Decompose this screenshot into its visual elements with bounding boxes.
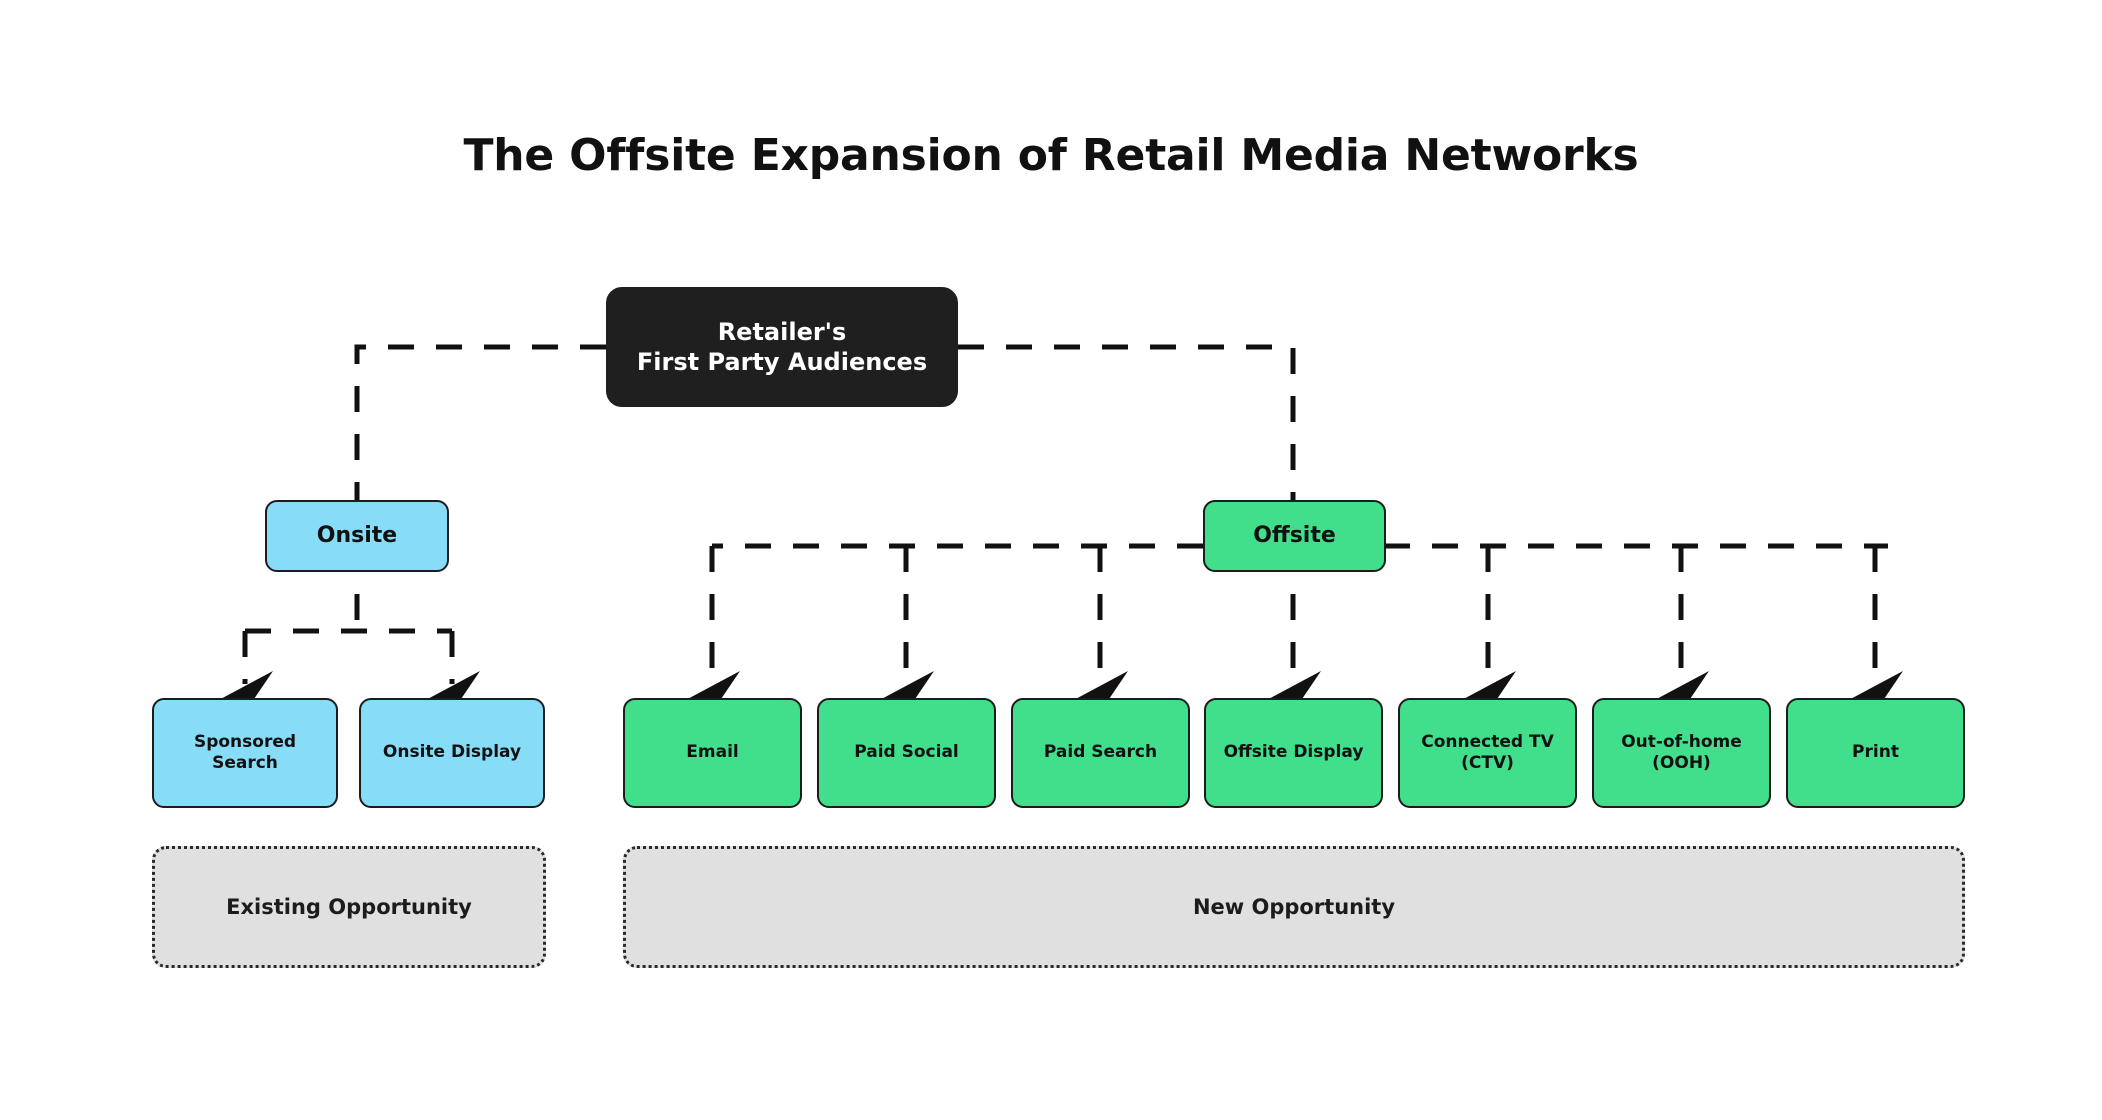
edge-root-onsite xyxy=(354,344,606,500)
node-email-label: Email xyxy=(686,742,739,763)
node-root-line1: Retailer's xyxy=(717,317,847,346)
node-root[interactable]: Retailer's First Party Audiences xyxy=(606,287,958,407)
node-root-line2: First Party Audiences xyxy=(636,348,928,376)
node-connected-tv-label: Connected TV (CTV) xyxy=(1421,731,1554,773)
node-connected-tv[interactable]: Connected TV (CTV) xyxy=(1398,698,1577,808)
page-title: The Offsite Expansion of Retail Media Ne… xyxy=(463,130,1639,181)
edge-root-offsite xyxy=(958,344,1296,500)
node-out-of-home[interactable]: Out-of-home (OOH) xyxy=(1592,698,1771,808)
node-onsite[interactable]: Onsite xyxy=(265,500,449,572)
legend-existing-opportunity: Existing Opportunity xyxy=(152,846,546,968)
node-offsite[interactable]: Offsite xyxy=(1203,500,1386,572)
legend-new-opportunity: New Opportunity xyxy=(623,846,1965,968)
node-offsite-display-label: Offsite Display xyxy=(1223,742,1364,763)
node-onsite-display[interactable]: Onsite Display xyxy=(359,698,545,808)
node-print[interactable]: Print xyxy=(1786,698,1965,808)
node-offsite-label: Offsite xyxy=(1253,523,1336,549)
node-onsite-display-label: Onsite Display xyxy=(382,742,522,763)
node-onsite-label: Onsite xyxy=(316,523,398,549)
node-email[interactable]: Email xyxy=(623,698,802,808)
node-paid-search[interactable]: Paid Search xyxy=(1011,698,1190,808)
node-paid-search-label: Paid Search xyxy=(1043,742,1158,763)
node-out-of-home-label: Out-of-home (OOH) xyxy=(1621,731,1742,773)
node-paid-social-label: Paid Social xyxy=(854,742,959,763)
node-offsite-display[interactable]: Offsite Display xyxy=(1204,698,1383,808)
legend-new-opportunity-label: New Opportunity xyxy=(1192,895,1396,919)
node-paid-social[interactable]: Paid Social xyxy=(817,698,996,808)
node-sponsored-search[interactable]: Sponsored Search xyxy=(152,698,338,808)
node-print-label: Print xyxy=(1852,742,1899,763)
legend-existing-opportunity-label: Existing Opportunity xyxy=(226,895,472,919)
node-sponsored-search-label: Sponsored Search xyxy=(193,731,297,773)
